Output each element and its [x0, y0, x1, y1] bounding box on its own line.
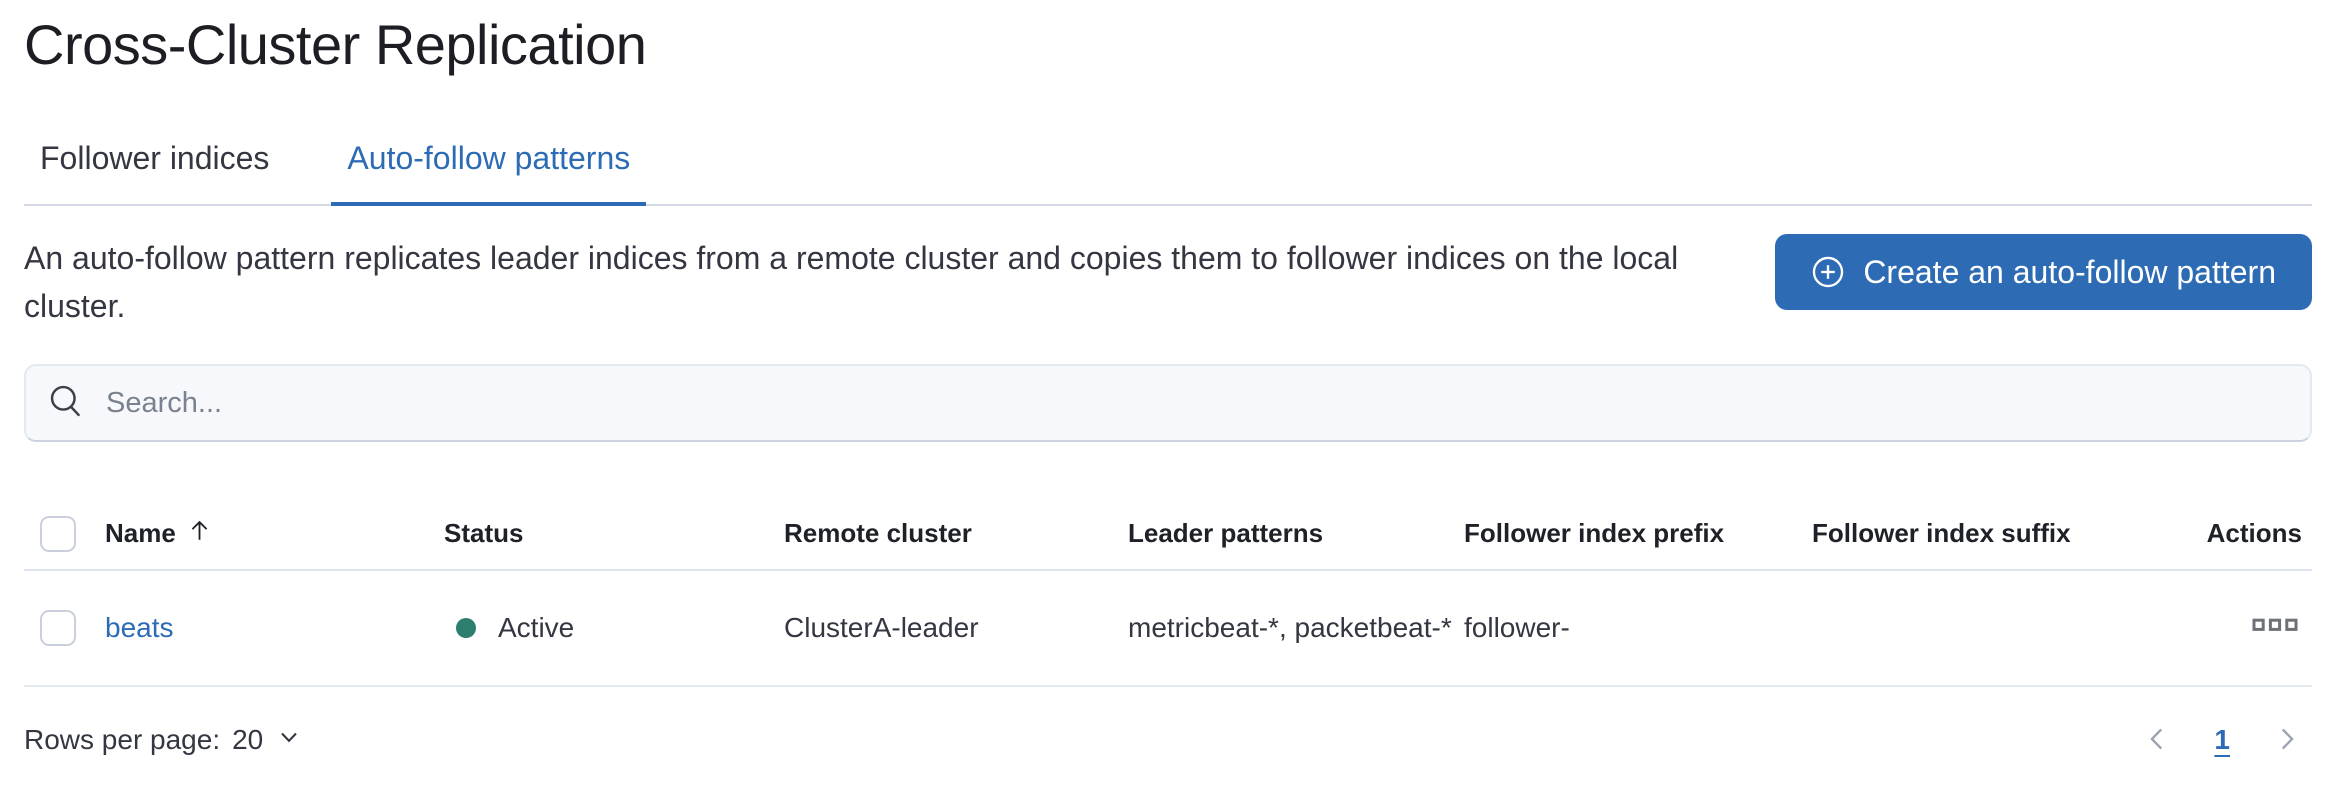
select-all-checkbox[interactable] — [40, 515, 76, 552]
column-header-actions: Actions — [2206, 518, 2302, 548]
column-header-remote-cluster[interactable]: Remote cluster — [784, 518, 972, 548]
column-header-follower-index-prefix[interactable]: Follower index prefix — [1464, 518, 1725, 548]
leader-patterns-cell: metricbeat-*, packetbeat-* — [1128, 612, 1452, 643]
tab-bar: Follower indices Auto-follow patterns — [24, 140, 2312, 206]
remote-cluster-cell: ClusterA-leader — [784, 612, 979, 643]
column-header-status[interactable]: Status — [444, 518, 524, 548]
table-footer: Rows per page: 20 1 — [24, 717, 2312, 763]
follower-index-suffix-cell — [1812, 570, 2150, 686]
page-description: An auto-follow pattern replicates leader… — [24, 240, 1679, 324]
search-input[interactable] — [106, 366, 2288, 440]
status-badge: Active — [444, 608, 574, 648]
chevron-left-icon — [2140, 722, 2174, 759]
previous-page-button[interactable] — [2136, 718, 2178, 763]
column-header-leader-patterns[interactable]: Leader patterns — [1128, 518, 1324, 548]
column-header-follower-index-suffix[interactable]: Follower index suffix — [1812, 518, 2071, 548]
table-header-row: Name Status Remote cluster Leader patter… — [24, 498, 2312, 570]
create-button-label: Create an auto-follow pattern — [1863, 253, 2276, 290]
status-label: Active — [498, 611, 575, 643]
row-checkbox[interactable] — [40, 610, 76, 646]
chevron-down-icon — [275, 723, 303, 758]
chevron-right-icon — [2270, 722, 2304, 759]
page-title: Cross-Cluster Replication — [24, 13, 647, 76]
cross-cluster-replication-page: Cross-Cluster Replication Follower indic… — [24, 13, 2312, 763]
search-bar — [24, 364, 2312, 442]
next-page-button[interactable] — [2266, 718, 2308, 763]
boxes-horizontal-icon — [2252, 618, 2298, 642]
create-auto-follow-pattern-button[interactable]: Create an auto-follow pattern — [1775, 234, 2312, 310]
search-icon — [48, 383, 84, 424]
pagination: 1 — [2136, 718, 2312, 763]
sort-ascending-icon — [186, 517, 213, 551]
auto-follow-patterns-table: Name Status Remote cluster Leader patter… — [24, 498, 2312, 687]
status-active-dot-icon — [456, 617, 476, 638]
row-actions-button[interactable] — [2248, 607, 2302, 646]
rows-per-page-label: Rows per page: — [24, 724, 221, 755]
rows-per-page-button[interactable]: Rows per page: 20 — [24, 723, 303, 758]
tab-auto-follow-patterns[interactable]: Auto-follow patterns — [331, 140, 647, 206]
rows-per-page-value: 20 — [232, 724, 264, 755]
tab-follower-indices[interactable]: Follower indices — [24, 140, 285, 206]
column-header-name[interactable]: Name — [105, 498, 444, 570]
plus-in-circle-icon — [1811, 255, 1845, 289]
page-1-button[interactable]: 1 — [2208, 724, 2236, 756]
page-header-row: An auto-follow pattern replicates leader… — [24, 234, 2312, 330]
pattern-name-link[interactable]: beats — [105, 612, 174, 643]
follower-index-prefix-cell: follower- — [1464, 612, 1570, 643]
table-row: beats Active ClusterA-leader metricbeat-… — [24, 570, 2312, 686]
